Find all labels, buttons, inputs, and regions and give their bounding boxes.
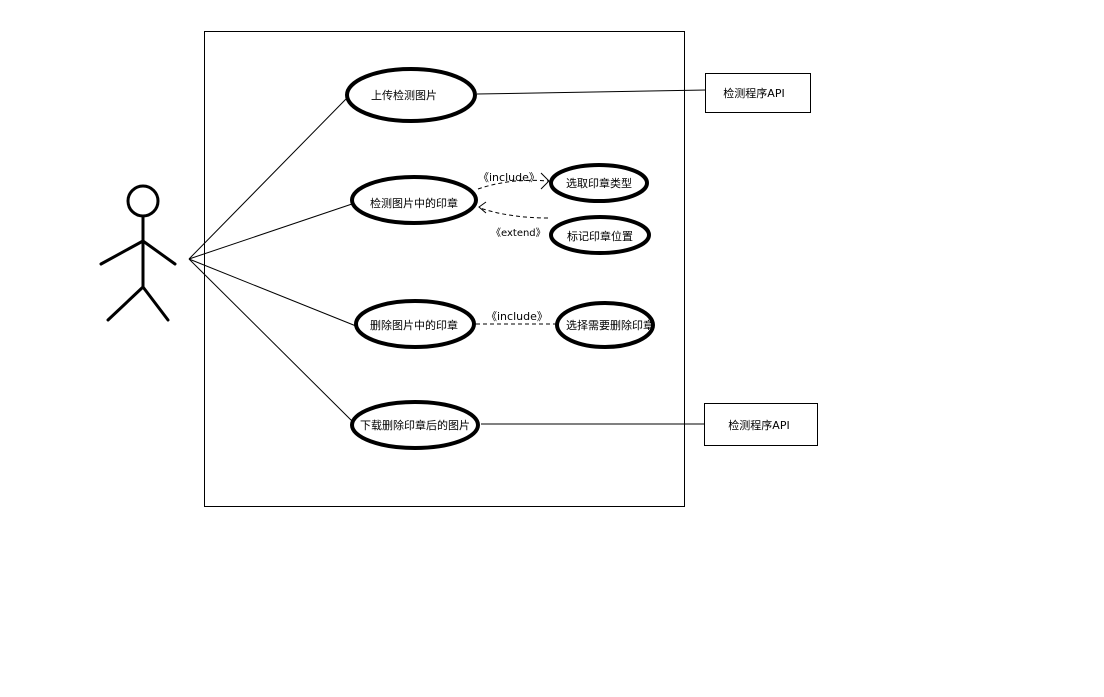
actor-leg-left: [106, 285, 145, 322]
use-case-select-delete[interactable]: [555, 301, 655, 349]
api-label-bottom: 检测程序API: [728, 418, 789, 432]
use-case-upload-label: 上传检测图片: [371, 88, 437, 102]
api-label-top: 检测程序API: [723, 86, 784, 100]
arrowhead-include-1: [540, 172, 550, 190]
assoc-actor-detect: [188, 203, 353, 260]
use-case-select-type[interactable]: [549, 163, 649, 203]
api-box-bottom[interactable]: [704, 403, 818, 446]
use-case-select-delete-label: 选择需要删除印章: [566, 318, 654, 332]
actor: [99, 184, 177, 322]
assoc-upload-api: [476, 89, 707, 95]
use-case-delete-label: 删除图片中的印章: [370, 318, 458, 332]
use-case-mark-position[interactable]: [549, 215, 651, 255]
api-box-top[interactable]: [705, 73, 811, 113]
actor-arm-right: [141, 239, 177, 266]
extend-label: 《extend》: [491, 227, 546, 239]
actor-head: [126, 184, 160, 218]
use-case-detect-label: 检测图片中的印章: [370, 196, 458, 210]
use-case-detect[interactable]: [350, 175, 478, 225]
use-case-download[interactable]: [350, 400, 480, 450]
include-label-2: 《include》: [486, 310, 548, 323]
actor-arm-left: [99, 239, 145, 266]
use-case-upload[interactable]: [345, 67, 477, 123]
include-label-1: 《include》: [478, 171, 540, 184]
extend-mark-detect: [479, 207, 549, 219]
use-case-mark-position-label: 标记印章位置: [567, 229, 633, 243]
use-case-delete[interactable]: [354, 299, 476, 349]
assoc-actor-upload: [188, 98, 347, 260]
arrowhead-extend: [478, 201, 487, 214]
use-case-download-label: 下载删除印章后的图片: [360, 418, 470, 432]
actor-leg-right: [141, 285, 170, 322]
include-detect-select-type: [477, 179, 549, 190]
assoc-actor-download: [188, 258, 354, 423]
assoc-actor-delete: [188, 258, 357, 327]
system-boundary: [204, 31, 685, 507]
use-case-select-type-label: 选取印章类型: [566, 176, 632, 190]
